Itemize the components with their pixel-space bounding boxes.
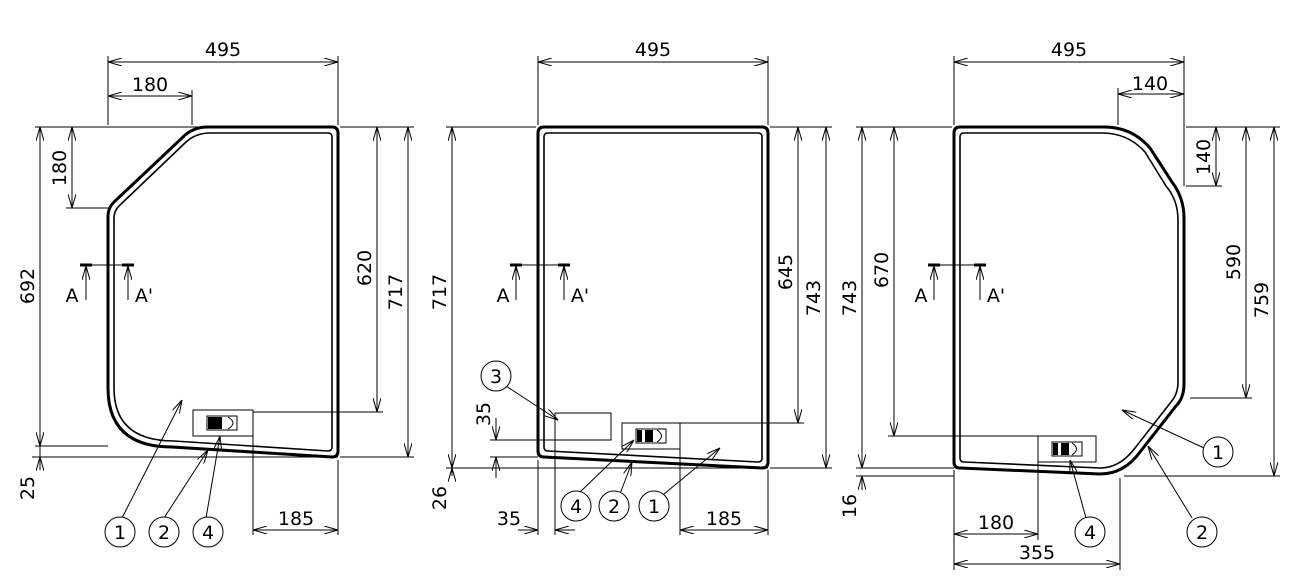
callout-right-3: 2: [1196, 522, 1208, 544]
dim-center-left-height: 717: [429, 274, 451, 310]
callout-right-1: 1: [1212, 442, 1224, 464]
dim-left-handle-offset: 185: [278, 508, 314, 530]
handle-center: [621, 422, 681, 450]
dim-left-height: 692: [17, 268, 39, 304]
callout-left-2: 2: [158, 522, 170, 544]
dim-right-chamfer-v: 140: [1193, 139, 1215, 175]
dim-right-chamfer-h: 140: [1132, 73, 1168, 95]
dim-right-top-width: 495: [1051, 39, 1087, 61]
panel-right-inner-outline: [959, 132, 1179, 469]
svg-text:A: A: [497, 285, 510, 307]
callout-center-3: 2: [608, 496, 620, 518]
dim-left-chamfer-h: 180: [132, 74, 168, 96]
callouts-right: 1 4 2: [1070, 410, 1234, 548]
panel-left: 495 180 180 692 25 620 717 185: [17, 39, 414, 548]
panel-left-outline: [106, 125, 340, 459]
dim-left-right-outer: 717: [385, 274, 407, 310]
dim-center-label-h: 35: [497, 508, 521, 530]
callouts-center: 3 4 2 1: [480, 360, 720, 522]
panel-center: 495 717 645 743 35 26 35 185: [429, 39, 832, 535]
dim-right-right-inner: 590: [1223, 244, 1245, 280]
dim-center-right-outer: 743: [803, 280, 825, 316]
dim-center-bottom-offset: 26: [429, 486, 451, 510]
handle-right: [1037, 435, 1097, 463]
callout-right-2: 4: [1084, 522, 1096, 544]
dim-center-top-width: 495: [635, 39, 671, 61]
callout-center-1: 3: [490, 366, 502, 388]
callout-left-3: 4: [202, 522, 214, 544]
label-area-center: [554, 412, 612, 441]
svg-text:A': A': [987, 285, 1005, 307]
dim-left-top-width: 495: [205, 39, 241, 61]
callout-center-4: 1: [648, 496, 660, 518]
section-marker-right: A A': [915, 263, 1005, 307]
dim-right-bottom-offset: 16: [839, 494, 861, 518]
callouts-left: 1 2 4: [104, 400, 224, 548]
panel-center-inner-outline: [543, 132, 763, 463]
panel-right-outline: [952, 125, 1186, 476]
section-marker-left: A A': [66, 263, 153, 307]
dim-left-right-inner: 620: [354, 250, 376, 286]
callout-center-2: 4: [570, 496, 582, 518]
dim-left-chamfer-v: 180: [49, 150, 71, 186]
dim-center-handle-offset: 185: [706, 508, 742, 530]
dim-left-bottom-offset: 25: [17, 476, 39, 500]
section-marker-center: A A': [497, 263, 589, 307]
dim-right-handle-offset: 180: [978, 512, 1014, 534]
svg-text:A': A': [135, 285, 153, 307]
dim-center-right-inner: 645: [775, 254, 797, 290]
svg-text:A': A': [571, 285, 589, 307]
panel-left-inner-outline: [113, 132, 333, 452]
svg-text:A: A: [915, 285, 928, 307]
dim-right-left-outer: 743: [839, 280, 861, 316]
dim-right-right-outer: 759: [1251, 282, 1273, 318]
handle-left: [192, 409, 254, 437]
dim-right-left-inner: 670: [871, 252, 893, 288]
dim-center-label-v: 35: [473, 402, 495, 426]
dim-right-bottom-total: 355: [1019, 542, 1055, 564]
svg-text:A: A: [66, 285, 79, 307]
panel-right: 495 140 140 590 759 743 670 16: [839, 39, 1280, 570]
callout-left-1: 1: [114, 522, 126, 544]
